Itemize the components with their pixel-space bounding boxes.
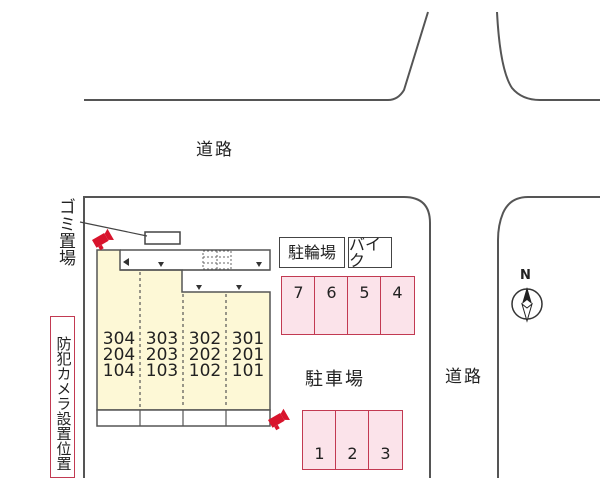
unit-number: 203: [145, 345, 179, 365]
parking-space: 5: [347, 276, 382, 335]
unit-number: 304: [102, 329, 136, 349]
unit-column: 303 203 103: [142, 329, 182, 381]
building-corridor: [120, 249, 271, 271]
unit-number: 102: [188, 361, 222, 381]
unit-number: 201: [231, 345, 265, 365]
road-label-top: 道路: [196, 140, 234, 160]
unit-number: 301: [231, 329, 265, 349]
unit-number: 104: [102, 361, 136, 381]
road-edge-top-right: [496, 11, 600, 101]
unit-column: 301 201 101: [228, 329, 268, 381]
unit-number: 202: [188, 345, 222, 365]
entrance-marker: [256, 262, 262, 267]
parking-lot-label: 駐車場: [305, 369, 365, 390]
entrance-marker: [158, 262, 164, 267]
parking-space: 2: [335, 410, 370, 470]
garbage-area: [144, 231, 181, 245]
unit-number: 303: [145, 329, 179, 349]
compass-icon: [511, 287, 543, 323]
bike-parking-label: バイク: [348, 236, 392, 268]
camera-legend-label: 防犯カメラ設置位置: [54, 336, 73, 471]
site-boundary: [83, 196, 431, 478]
road-edge-right: [497, 196, 600, 478]
entrance-marker: [236, 285, 242, 290]
unit-number: 204: [102, 345, 136, 365]
parking-space: 4: [380, 276, 415, 335]
garbage-area-label: ゴミ置場: [55, 198, 75, 266]
road-edge-top: [84, 11, 429, 101]
garbage-leader-line: [79, 221, 148, 237]
unit-number: 101: [231, 361, 265, 381]
parking-space: 3: [368, 410, 403, 470]
camera-legend-box: [50, 316, 75, 478]
camera-icon: [268, 408, 290, 431]
unit-column: 304 204 104: [99, 329, 139, 381]
entrance-marker: [196, 285, 202, 290]
bicycle-parking-label: 駐輪場: [279, 237, 345, 268]
parking-space: 7: [281, 276, 316, 335]
parking-space: 6: [314, 276, 349, 335]
north-label: N: [520, 268, 531, 283]
unit-number: 302: [188, 329, 222, 349]
unit-column: 302 202 102: [185, 329, 225, 381]
camera-icon: [92, 228, 114, 251]
entrance-marker: [123, 258, 129, 266]
parking-space: 1: [302, 410, 337, 470]
road-label-right: 道路: [445, 367, 483, 387]
unit-number: 103: [145, 361, 179, 381]
